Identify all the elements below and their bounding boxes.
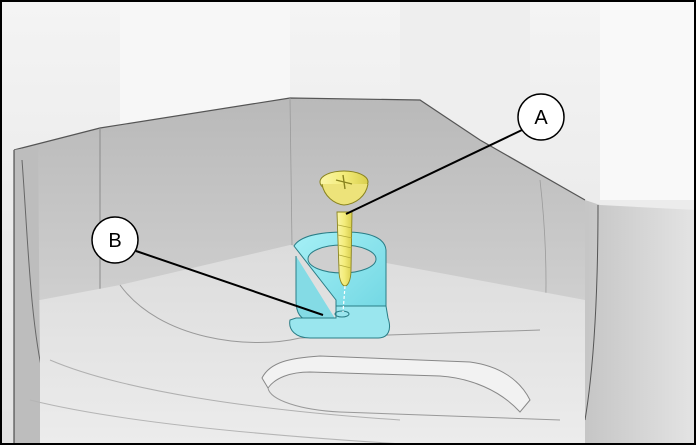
tray-back-wall xyxy=(13,97,586,300)
screw xyxy=(319,170,369,313)
callout-b-circle xyxy=(91,216,139,264)
callout-a-label: A xyxy=(534,107,548,129)
callout-a: A xyxy=(345,93,565,215)
callout-a-circle xyxy=(517,93,565,141)
callout-b-leader xyxy=(135,250,324,316)
tray-floor xyxy=(29,245,585,445)
callout-a-leader xyxy=(345,129,523,215)
callout-b: B xyxy=(91,216,324,316)
floor-rib xyxy=(261,355,561,421)
callout-b-label: B xyxy=(108,230,121,252)
